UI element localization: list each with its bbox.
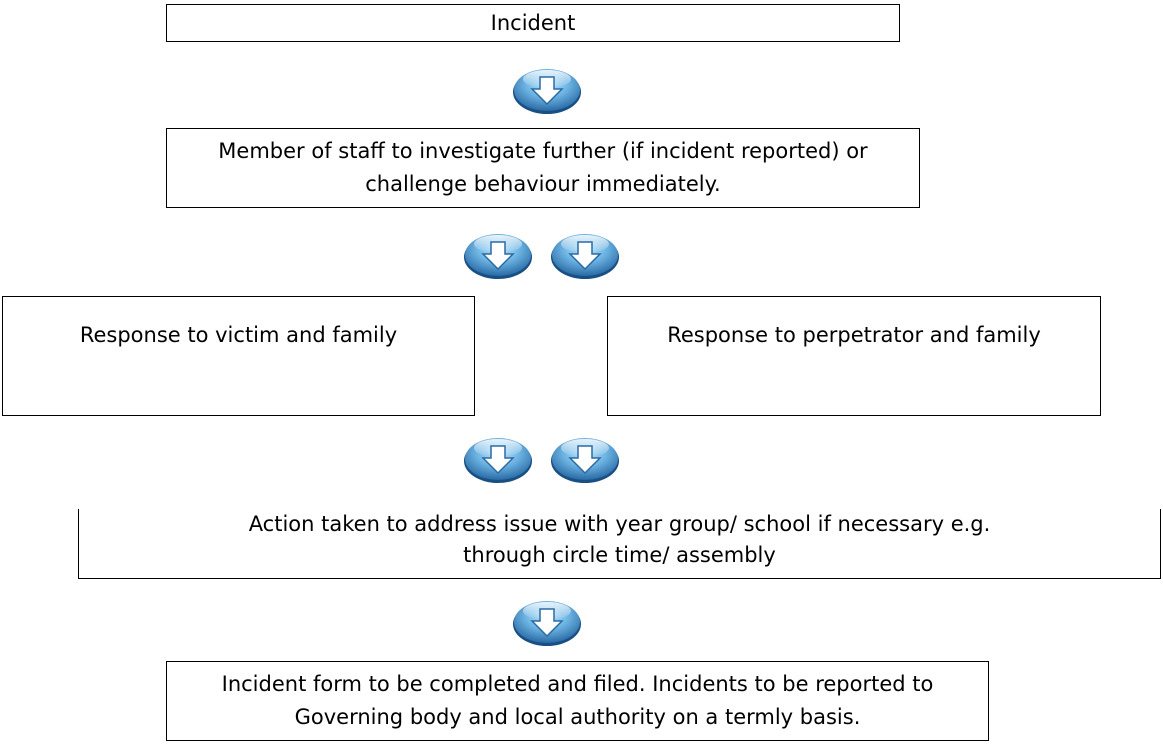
action-box: Action taken to address issue with year … bbox=[78, 509, 1161, 579]
perpetrator-response-box: Response to perpetrator and family bbox=[607, 296, 1101, 416]
victim-response-box: Response to victim and family bbox=[2, 296, 475, 416]
down-arrow-icon bbox=[462, 229, 534, 281]
victim-response-label: Response to victim and family bbox=[79, 323, 398, 347]
incident-form-label: Incident form to be completed and filed.… bbox=[221, 672, 934, 729]
down-arrow-icon bbox=[511, 64, 583, 116]
incident-label: Incident bbox=[490, 11, 576, 35]
perpetrator-response-label: Response to perpetrator and family bbox=[667, 323, 1041, 347]
action-label: Action taken to address issue with year … bbox=[248, 512, 991, 567]
investigate-box: Member of staff to investigate further (… bbox=[166, 128, 920, 208]
down-arrow-icon bbox=[549, 229, 621, 281]
down-arrow-icon bbox=[549, 433, 621, 485]
investigate-label: Member of staff to investigate further (… bbox=[218, 139, 868, 196]
incident-form-box: Incident form to be completed and filed.… bbox=[166, 661, 989, 741]
incident-box: Incident bbox=[166, 4, 900, 42]
down-arrow-icon bbox=[511, 596, 583, 648]
down-arrow-icon bbox=[462, 433, 534, 485]
